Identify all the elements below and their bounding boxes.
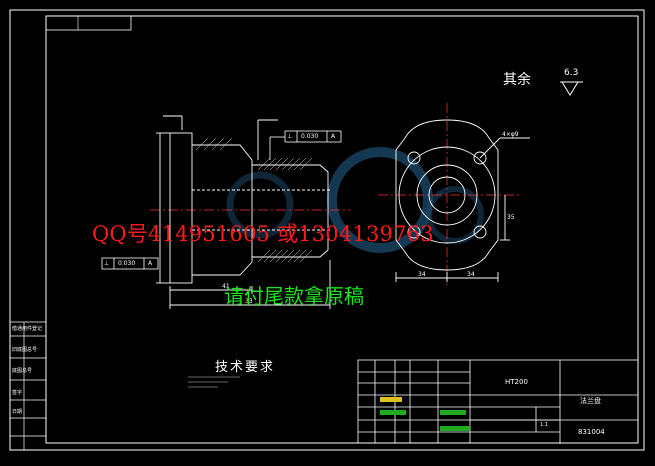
title-part-name: 法兰盘 xyxy=(580,397,601,405)
side-label-2: 旧底图总号 xyxy=(12,347,38,353)
title-scale: 1:1 xyxy=(540,422,549,428)
outer-border xyxy=(9,9,645,451)
dim-41: 41 xyxy=(222,283,230,290)
side-label-4: 签字 xyxy=(12,390,23,396)
title-material: HT200 xyxy=(505,378,528,386)
front-view xyxy=(378,103,530,285)
side-label-1: 借通用件登记 xyxy=(12,326,43,332)
watermark-payment: 请付尾款拿原稿 xyxy=(224,284,364,308)
tol-left-datum: A xyxy=(148,260,153,267)
left-registration-table xyxy=(10,321,46,450)
surface-note-label: 其余 xyxy=(503,72,531,88)
section-view xyxy=(150,115,350,309)
tolerance-frame-left xyxy=(101,257,159,270)
designer-cell xyxy=(380,410,406,415)
dim-34a: 34 xyxy=(418,271,426,278)
title-drawing-no: 831004 xyxy=(578,428,605,436)
dim-34b: 34 xyxy=(467,271,475,278)
tol-top-symbol: ⊥ xyxy=(287,133,293,140)
tol-top-datum: A xyxy=(331,133,336,140)
watermark-logo xyxy=(327,147,433,253)
top-left-box xyxy=(45,15,132,31)
tol-left-value: 0.030 xyxy=(118,260,136,267)
checker-cell xyxy=(440,410,466,415)
watermark-contact: QQ号414951605 或1304139763 xyxy=(92,222,434,246)
dim-33: 33 xyxy=(245,298,253,305)
side-label-5: 日期 xyxy=(12,409,23,415)
tol-top-value: 0.030 xyxy=(301,133,319,140)
tech-requirements-title: 技术要求 xyxy=(215,360,276,375)
inner-border xyxy=(45,15,639,444)
tolerance-frame-top xyxy=(269,130,342,160)
dim-holes: 4×φ9 xyxy=(502,131,519,138)
surface-finish-symbol xyxy=(560,81,583,96)
tol-left-symbol: ⊥ xyxy=(104,260,110,267)
side-label-3: 底图总号 xyxy=(12,368,33,374)
surface-finish-value: 6.3 xyxy=(564,68,579,78)
mark-cell xyxy=(380,397,402,402)
dim-35: 35 xyxy=(507,214,515,221)
approver-cell xyxy=(440,426,470,431)
title-block xyxy=(357,359,639,444)
tech-notes xyxy=(188,376,240,388)
